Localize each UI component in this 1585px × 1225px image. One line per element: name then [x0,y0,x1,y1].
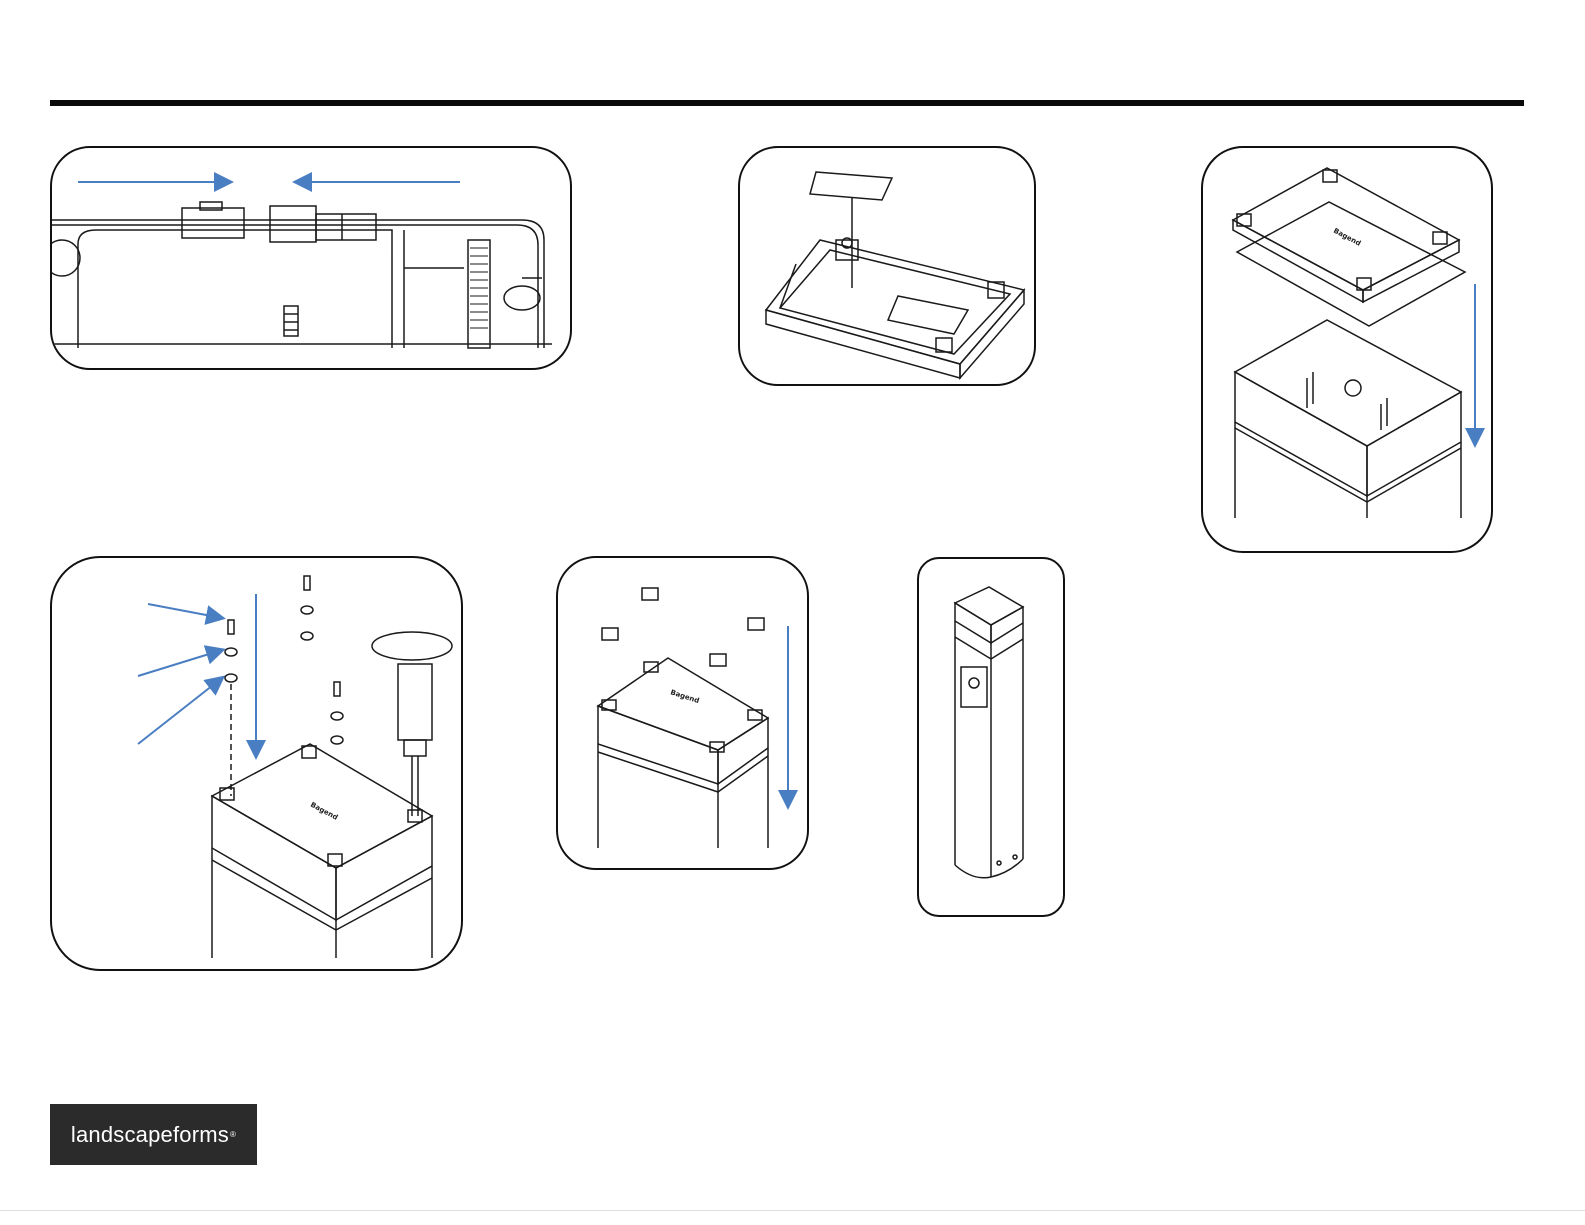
arrow-washer-icon [138,650,222,676]
arrow-screw-icon [148,604,222,618]
logo-text: landscapeforms [71,1122,229,1148]
step-finished-panel [917,557,1065,917]
header-rule [50,100,1524,106]
caps-insertion-illustration: Bagend [558,558,809,870]
step-lid-placement-panel: Bagend [1201,146,1493,553]
step-connector-panel [50,146,572,370]
finished-bollard-illustration [919,559,1065,917]
step-caps-panel: Bagend [556,556,809,870]
connector-plug-illustration [52,148,572,370]
lid-lowering-illustration: Bagend [1203,148,1493,553]
step-screw-fastening-panel: Bagend [50,556,463,971]
arrow-nut-icon [138,678,222,744]
brand-stamp: Bagend [309,801,339,822]
step-gasket-label-panel [738,146,1036,386]
tray-with-label-illustration [740,148,1036,386]
brand-stamp: Bagend [1332,227,1362,248]
screwdriver-fastening-illustration: Bagend [52,558,463,971]
footer-rule [0,1210,1585,1211]
brand-stamp: Bagend [669,688,700,705]
logo-trademark: ® [230,1130,236,1139]
brand-logo: landscapeforms® [50,1104,257,1165]
